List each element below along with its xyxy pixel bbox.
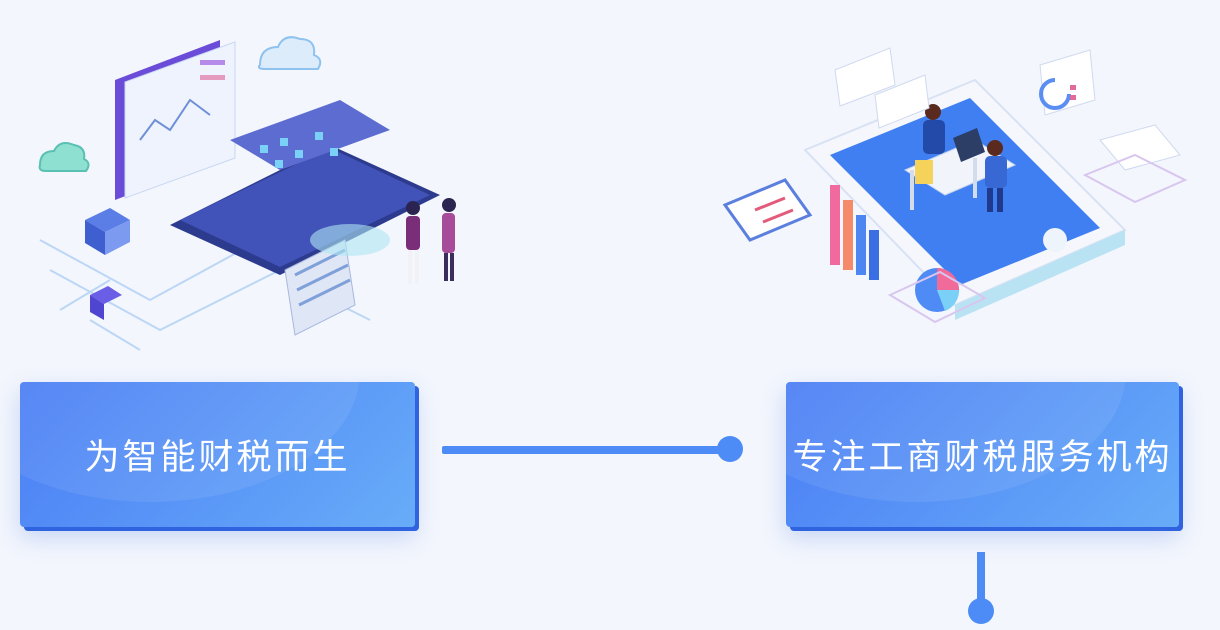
tagline-right-text: 专注工商财税服务机构 <box>792 438 1173 478</box>
data-center-illustration <box>38 36 456 351</box>
monitor-icon <box>115 40 236 200</box>
people-icon <box>406 198 456 284</box>
bar-chart-icon <box>830 185 879 280</box>
connector-line-vertical <box>977 552 985 612</box>
cloud-icon <box>38 142 90 172</box>
cloud-icon <box>257 36 322 70</box>
connector-line-horizontal <box>442 446 732 454</box>
pie-chart-icon <box>915 268 960 312</box>
tagline-left-text: 为智能财税而生 <box>84 438 351 478</box>
connector-dot-horizontal <box>717 436 743 462</box>
laptop-icon <box>953 128 985 162</box>
connector-dot-vertical <box>968 598 994 624</box>
checklist-icon <box>722 178 813 242</box>
tagline-card-left: 为智能财税而生 <box>20 382 415 527</box>
cube-icon <box>90 286 122 304</box>
tagline-card-right: 专注工商财税服务机构 <box>786 382 1179 527</box>
phone-office-illustration <box>722 47 1188 324</box>
cube-icon <box>85 208 130 232</box>
people-icon <box>915 104 1007 212</box>
